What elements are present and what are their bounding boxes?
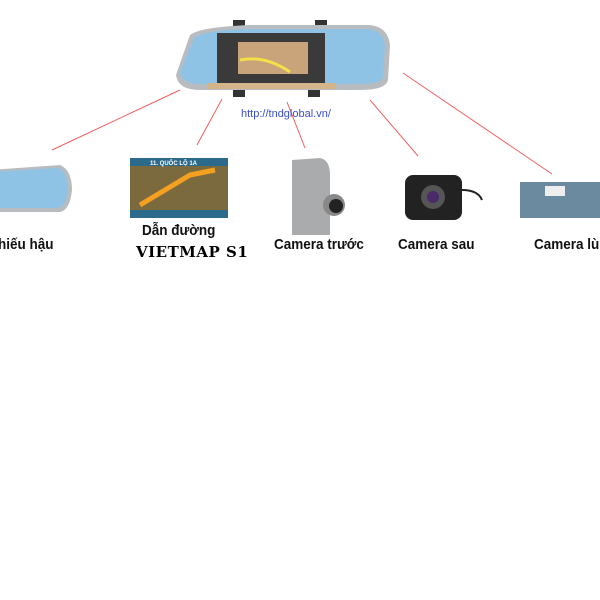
label-front-camera: Camera trước (274, 236, 364, 253)
navigation-screen-thumbnail: 11. QUỐC LỘ 1A (130, 158, 228, 218)
connector-lines (51, 72, 553, 175)
svg-text:11. QUỐC LỘ 1A: 11. QUỐC LỘ 1A (150, 159, 198, 167)
connector-line (51, 89, 181, 151)
main-mirror (176, 20, 390, 97)
connector-line (286, 101, 306, 149)
connector-line (402, 72, 553, 175)
label-rear-camera: Camera sau (398, 236, 475, 253)
front-camera-thumbnail (292, 158, 345, 235)
backup-camera-thumbnail (520, 182, 600, 218)
connector-line (369, 99, 419, 157)
label-navigation: Dẫn đường (142, 222, 216, 239)
label-rear-mirror: hiếu hậu (0, 236, 54, 253)
website-url[interactable]: http://tndglobal.vn/ (241, 108, 331, 120)
rear-mirror-thumbnail (0, 165, 72, 212)
label-backup-camera: Camera lù (534, 236, 600, 253)
rear-camera-thumbnail (405, 175, 483, 220)
label-vietmap-s1: VIETMAP S1 (136, 243, 249, 261)
connector-line (196, 98, 223, 146)
